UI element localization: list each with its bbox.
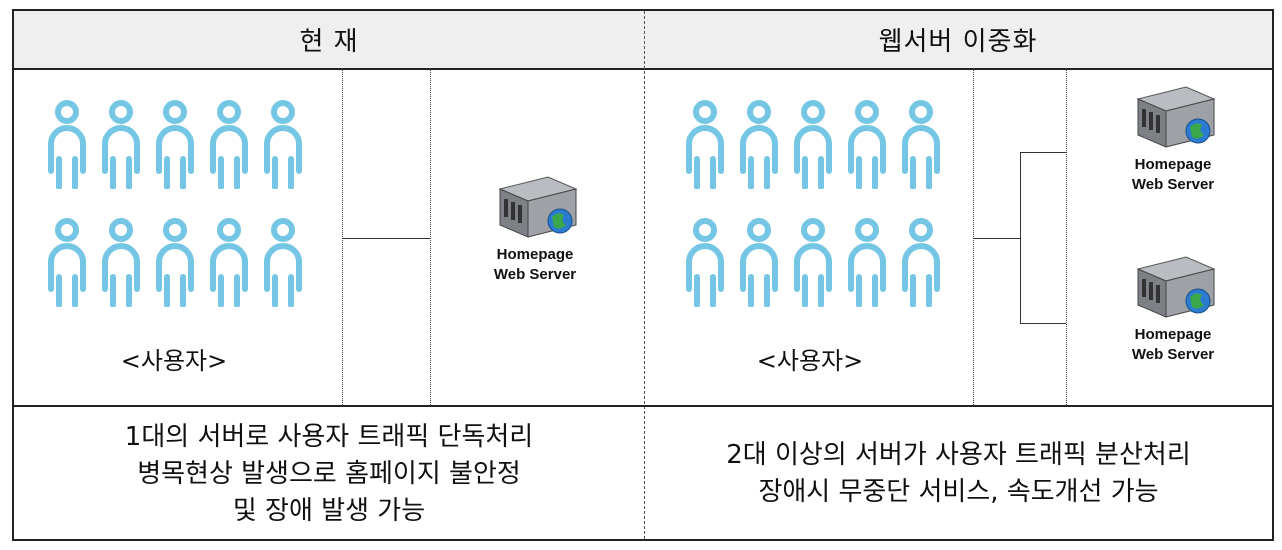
right-branch-line — [1020, 152, 1021, 323]
right-description-line: 장애시 무중단 서비스, 속도개선 가능 — [758, 477, 1159, 507]
user-icon — [159, 103, 191, 187]
user-icon — [267, 103, 299, 187]
server-name-line1: Homepage — [496, 246, 574, 263]
left-divider-1 — [342, 68, 343, 405]
user-icon — [743, 103, 775, 187]
row-divider — [14, 405, 1272, 407]
right-divider-2 — [1066, 68, 1067, 405]
right-connector-line — [973, 238, 1020, 239]
server-name-line2: Web Server — [1131, 346, 1215, 363]
left-description-line: 및 장애 발생 가능 — [232, 495, 426, 526]
left-connector-line — [342, 238, 430, 239]
column-divider — [644, 11, 645, 539]
user-icon — [797, 221, 829, 305]
user-icon — [213, 103, 245, 187]
left-users-label: <사용자> — [120, 347, 228, 375]
right-description-line: 2대 이상의 서버가 사용자 트래픽 분산처리 — [726, 440, 1191, 470]
right-server-1: Homepage Web Server — [1108, 81, 1238, 195]
left-description: 1대의 서버로 사용자 트래픽 단독처리 병목현상 발생으로 홈페이지 불안정 … — [14, 407, 644, 541]
server-icon — [499, 176, 577, 238]
left-description-line: 1대의 서버로 사용자 트래픽 단독처리 — [124, 421, 534, 452]
user-icon — [743, 221, 775, 305]
header-current: 현 재 — [14, 11, 644, 70]
right-divider-1 — [973, 68, 974, 405]
user-icon — [105, 103, 137, 187]
left-user-group — [42, 99, 312, 309]
server-name-line2: Web Server — [493, 266, 577, 283]
user-icon — [159, 221, 191, 305]
right-server-2: Homepage Web Server — [1108, 251, 1238, 365]
user-icon — [51, 221, 83, 305]
comparison-table: 현 재 웹서버 이중화 <사용자> Homepage Web Server — [12, 9, 1274, 541]
right-users-label: <사용자> — [756, 347, 864, 375]
user-icon — [213, 221, 245, 305]
user-icon — [689, 221, 721, 305]
left-server: Homepage Web Server — [470, 171, 600, 285]
left-description-line: 병목현상 발생으로 홈페이지 불안정 — [137, 458, 521, 489]
right-user-group — [680, 99, 950, 309]
user-icon — [267, 221, 299, 305]
server-icon — [1137, 256, 1215, 318]
right-description: 2대 이상의 서버가 사용자 트래픽 분산처리 장애시 무중단 서비스, 속도개… — [645, 407, 1272, 541]
user-icon — [905, 103, 937, 187]
left-divider-2 — [430, 68, 431, 405]
user-icon — [851, 221, 883, 305]
right-branch-top — [1020, 152, 1066, 153]
user-icon — [797, 103, 829, 187]
user-icon — [51, 103, 83, 187]
server-name-line2: Web Server — [1131, 176, 1215, 193]
server-name-line1: Homepage — [1134, 156, 1212, 173]
server-name-line1: Homepage — [1134, 326, 1212, 343]
user-icon — [689, 103, 721, 187]
user-icon — [851, 103, 883, 187]
header-web-server-redundancy: 웹서버 이중화 — [644, 11, 1272, 70]
right-branch-bottom — [1020, 323, 1066, 324]
user-icon — [905, 221, 937, 305]
server-icon — [1137, 86, 1215, 148]
user-icon — [105, 221, 137, 305]
